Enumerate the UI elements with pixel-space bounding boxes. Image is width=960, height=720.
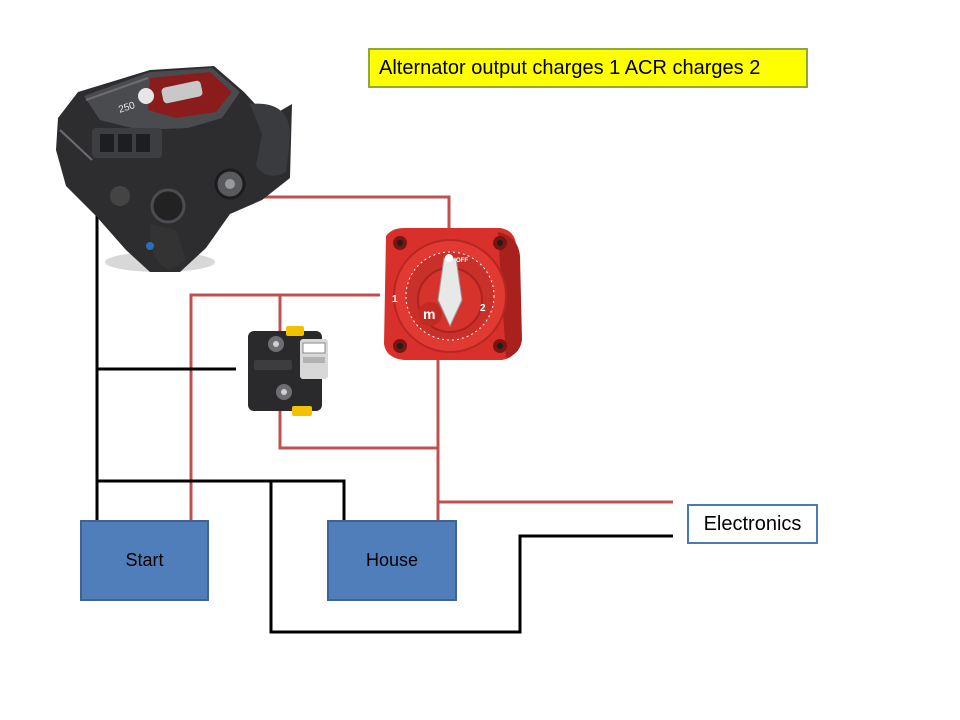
electronics-load-label: Electronics: [687, 504, 818, 544]
start-battery-label: Start: [125, 550, 164, 570]
house-battery-label: House: [365, 550, 419, 570]
positive-wires: [189, 195, 673, 520]
charging-note: Alternator output charges 1 ACR charges …: [368, 48, 808, 88]
acr-relay-image: [248, 326, 328, 416]
start-positive-wire: [189, 293, 380, 520]
switch-off-label: OFF: [456, 258, 468, 264]
switch-position-2-label: 2: [480, 303, 486, 314]
battery-switch-image: [384, 228, 522, 360]
switch-position-1-label: 1: [392, 294, 398, 305]
acr-positive-wire-2: [278, 410, 438, 450]
engine-image: 250: [56, 66, 292, 272]
start-battery: Start: [80, 520, 209, 601]
switch-brand-label: m: [423, 306, 435, 322]
engine-badge: 250: [117, 100, 137, 116]
house-battery: House: [327, 520, 457, 601]
negative-wires: [95, 208, 673, 634]
alternator-wire: [232, 195, 451, 232]
electronics-negative-wire: [269, 481, 673, 634]
house-negative-wire: [97, 479, 346, 520]
